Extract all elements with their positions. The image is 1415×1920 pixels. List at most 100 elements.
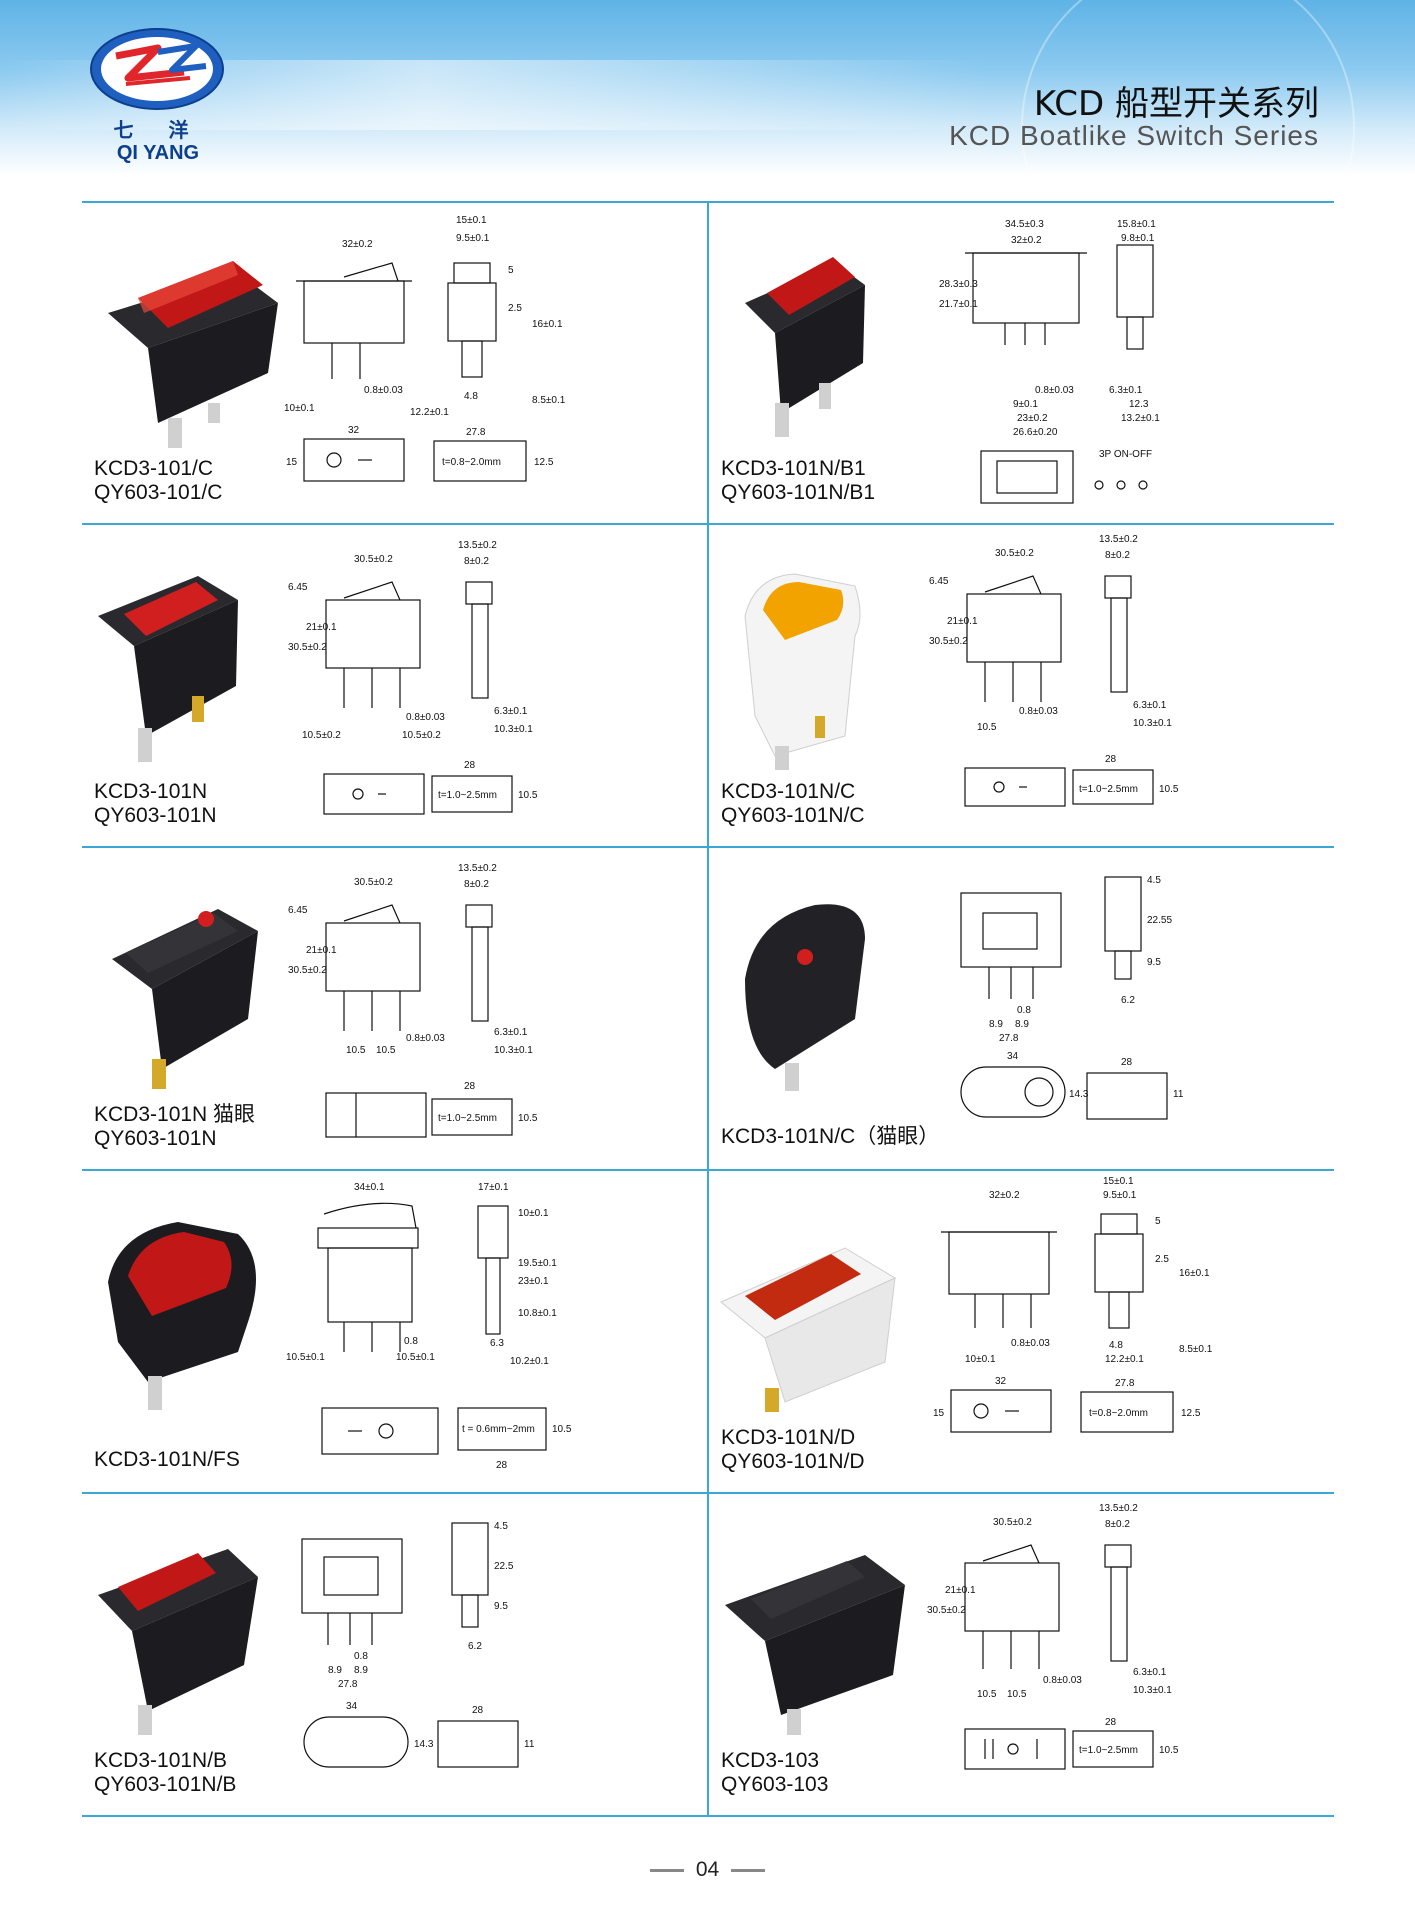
dim-label: 0.8±0.03	[1035, 385, 1074, 396]
dim-label: 19.5±0.1	[518, 1258, 557, 1269]
switch-photo	[745, 904, 865, 1091]
model-label: KCD3-101N/D QY603-101N/D	[721, 1426, 865, 1474]
dimension-drawing: 30.5±0.2 13.5±0.2 8±0.2 6.45 30.5±0.2 21…	[929, 534, 1179, 807]
dim-label: 16±0.1	[1179, 1268, 1210, 1279]
switch-photo	[112, 909, 258, 1089]
dim-label: 0.8	[354, 1651, 368, 1662]
product-cell-kcd3-101n-cat-eye: 30.5±0.2 13.5±0.2 8±0.2 6.45 30.5±0.2 21…	[82, 849, 707, 1171]
dim-label: t=1.0~2.5mm	[1079, 1745, 1138, 1756]
dim-label: 28	[472, 1705, 484, 1716]
dim-label: 13.5±0.2	[458, 540, 497, 551]
product-cell-kcd3-101n-b: 4.5 22.5 9.5 6.2 0.8 8.9 8.9 27.8 34 14.…	[82, 1495, 707, 1817]
dim-label: 9.5	[494, 1601, 508, 1612]
dim-label: 28	[496, 1460, 508, 1471]
page-footer: 04	[0, 1858, 1415, 1882]
dim-label: t = 0.6mm~2mm	[462, 1424, 535, 1435]
switch-photo	[98, 576, 238, 762]
model-number: KCD3-101N/C	[721, 780, 856, 803]
dim-label: 34±0.1	[354, 1182, 385, 1193]
dim-label: 0.8±0.03	[364, 385, 403, 396]
page-number: 04	[695, 1858, 720, 1881]
dimension-drawing: 4.5 22.5 9.5 6.2 0.8 8.9 8.9 27.8 34 14.…	[301, 1521, 535, 1768]
dim-label: 4.8	[1109, 1340, 1123, 1351]
dimension-drawing: 32±0.2 15±0.1 9.5±0.1 5 2.5 16±0.1 0.8±0…	[933, 1176, 1213, 1433]
dim-label: 15±0.1	[1103, 1176, 1134, 1187]
model-label: KCD3-101/C QY603-101/C	[94, 457, 222, 505]
dim-label: 2.5	[1155, 1254, 1169, 1265]
dimension-drawing: 30.5±0.2 13.5±0.2 8±0.2 6.45 30.5±0.2 21…	[288, 540, 538, 815]
product-cell-kcd3-101n-b1: 34.5±0.3 32±0.2 15.8±0.1 9.8±0.1 28.3±0.…	[709, 203, 1334, 525]
dim-label: 9±0.1	[1013, 399, 1038, 410]
dim-label: 9.5	[1147, 957, 1161, 968]
dim-label: 10.5±0.2	[402, 730, 441, 741]
dim-label: 8±0.2	[1105, 1519, 1130, 1530]
dim-label: 32	[995, 1376, 1007, 1387]
dim-label: 6.45	[288, 582, 308, 593]
dim-label: 13.5±0.2	[1099, 1503, 1138, 1514]
model-label: KCD3-101N 猫眼 QY603-101N	[94, 1103, 255, 1151]
model-number: KCD3-101N/B	[94, 1749, 228, 1772]
model-label: KCD3-101N/C（猫眼）	[721, 1125, 939, 1149]
dim-label: 0.8±0.03	[406, 1033, 445, 1044]
dim-label: 13.5±0.2	[458, 863, 497, 874]
dim-label: 6.3±0.1	[1109, 385, 1143, 396]
divider	[707, 201, 709, 1817]
dim-label: 5	[508, 265, 514, 276]
dim-label: 12.2±0.1	[410, 407, 449, 418]
dim-label: 8.5±0.1	[1179, 1344, 1213, 1355]
dim-label: 10.5	[552, 1424, 572, 1435]
dimension-drawing: 4.5 22.55 9.5 6.2 0.8 8.9 8.9 27.8 34 14…	[960, 875, 1184, 1120]
dim-label: 10.3±0.1	[494, 1045, 533, 1056]
dim-label: 30.5±0.2	[354, 877, 393, 888]
product-cell-kcd3-103: 30.5±0.2 13.5±0.2 8±0.2 30.5±0.2 21±0.1 …	[709, 1495, 1334, 1817]
dim-label: 28	[1121, 1057, 1133, 1068]
dim-width: 32±0.2	[342, 239, 373, 250]
dim-label: 30.5±0.2	[288, 965, 327, 976]
dim-label: 10.8±0.1	[518, 1308, 557, 1319]
model-label: KCD3-101N/B QY603-101N/B	[94, 1749, 236, 1797]
dim-label: 34	[1007, 1051, 1019, 1062]
dim-label: 14.3	[414, 1739, 434, 1750]
dim-label: 10.5±0.1	[286, 1352, 325, 1363]
dim-label: 10.3±0.1	[1133, 1685, 1172, 1696]
model-number-alt: QY603-101N	[94, 1127, 217, 1150]
model-number: KCD3-101N/B1	[721, 457, 866, 480]
dim-label: 6.3±0.1	[494, 706, 528, 717]
dim-label: 0.8±0.03	[406, 712, 445, 723]
dim-label: 32±0.2	[1011, 235, 1042, 246]
dim-label: 32±0.2	[989, 1190, 1020, 1201]
product-grid: 32±0.2 15±0.1 9.5±0.1 5 2.5 16±0.1 0.8±0…	[82, 201, 1334, 1817]
dim-label: 12.3	[1129, 399, 1149, 410]
dim-label: 10.3±0.1	[494, 724, 533, 735]
dim-label: 28	[464, 760, 476, 771]
model-number: KCD3-103	[721, 1749, 820, 1772]
model-number: KCD3-101N	[94, 780, 208, 803]
dim-label: 30.5±0.2	[354, 554, 393, 565]
dim-label: 6.45	[929, 576, 949, 587]
dim-label: 21.7±0.1	[939, 299, 978, 310]
switch-photo	[108, 261, 278, 448]
model-number-alt: QY603-101N/B1	[721, 481, 876, 504]
dim-label: 9.8±0.1	[1121, 233, 1155, 244]
dim-label: 30.5±0.2	[927, 1605, 966, 1616]
switch-photo	[745, 257, 865, 437]
dim-label: 22.55	[1147, 915, 1172, 926]
dim-label: 10±0.1	[284, 403, 315, 414]
qiyang-logo	[90, 28, 224, 110]
dim-label: 10.5±0.1	[396, 1352, 435, 1363]
dim-label: 8±0.2	[464, 879, 489, 890]
switch-photo	[725, 1555, 905, 1735]
dim-label: 8.5±0.1	[532, 395, 566, 406]
model-number: KCD3-101N/FS	[94, 1448, 240, 1471]
dim-label: 4.8	[464, 391, 478, 402]
dim-label: 17±0.1	[478, 1182, 509, 1193]
dim-label: t=1.0~2.5mm	[1079, 784, 1138, 795]
dim-label: 11	[1173, 1089, 1184, 1100]
dim-label: 9.5±0.1	[456, 233, 490, 244]
dim-label: 28	[1105, 754, 1117, 765]
dim-label: 6.2	[468, 1641, 482, 1652]
dim-label: 0.8	[1017, 1005, 1031, 1016]
dim-label: 4.5	[494, 1521, 508, 1532]
model-label: KCD3-101N/FS	[94, 1448, 240, 1472]
dim-label: 4.5	[1147, 875, 1161, 886]
